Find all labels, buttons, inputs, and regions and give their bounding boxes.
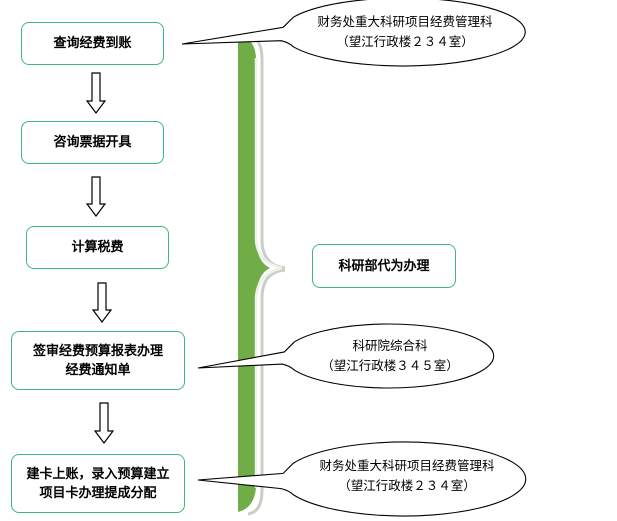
step-3-label: 计算税费 <box>71 240 124 255</box>
step-1-label: 查询经费到账 <box>53 36 132 51</box>
step-5-label-line-2: 项目卡办理提成分配 <box>39 485 157 501</box>
step-2-label: 咨询票据开具 <box>53 135 132 150</box>
step-4-box[interactable]: 签审经费预算报表办理 经费通知单 <box>11 331 185 390</box>
callout-2-line-1: 科研院综合科 <box>352 338 428 353</box>
bracket-bar <box>238 34 270 512</box>
callout-1-bubble <box>181 0 526 67</box>
step-5-label-line-1: 建卡上账，录入预算建立 <box>26 466 170 482</box>
down-arrow-icon <box>93 402 115 444</box>
down-arrow-icon <box>91 282 113 323</box>
bracket-label-text: 科研部代为办理 <box>338 258 430 274</box>
callout-1-line-1: 财务处重大科研项目经费管理科 <box>317 14 493 29</box>
curly-bracket <box>238 34 286 516</box>
bracket-highlight <box>254 58 283 488</box>
callout-2-line-2: （望江行政楼３４５室） <box>321 358 459 373</box>
callout-group <box>181 0 527 517</box>
callout-2-bubble <box>197 323 495 389</box>
down-arrow-icon <box>85 72 107 114</box>
down-arrow-icon <box>85 176 107 217</box>
step-3-box[interactable]: 计算税费 <box>26 226 169 269</box>
step-2-box[interactable]: 咨询票据开具 <box>21 121 164 164</box>
callout-1-text: 财务处重大科研项目经费管理科 （望江行政楼２３４室） <box>290 12 520 52</box>
callout-2-text: 科研院综合科 （望江行政楼３４５室） <box>310 336 470 376</box>
callout-3-text: 财务处重大科研项目经费管理科 （望江行政楼２３４室） <box>292 456 522 496</box>
callout-3-line-1: 财务处重大科研项目经费管理科 <box>319 458 495 473</box>
step-1-box[interactable]: 查询经费到账 <box>21 22 164 65</box>
bracket-label-box[interactable]: 科研部代为办理 <box>312 244 456 288</box>
callout-3-line-2: （望江行政楼２３４室） <box>338 478 476 493</box>
callout-3-bubble <box>197 441 527 517</box>
step-4-label-line-1: 签审经费预算报表办理 <box>32 343 163 359</box>
arrow-group <box>85 72 115 444</box>
callout-1-line-2: （望江行政楼２３４室） <box>336 34 474 49</box>
step-5-box[interactable]: 建卡上账，录入预算建立 项目卡办理提成分配 <box>11 454 185 513</box>
step-4-label-line-2: 经费通知单 <box>65 362 131 378</box>
